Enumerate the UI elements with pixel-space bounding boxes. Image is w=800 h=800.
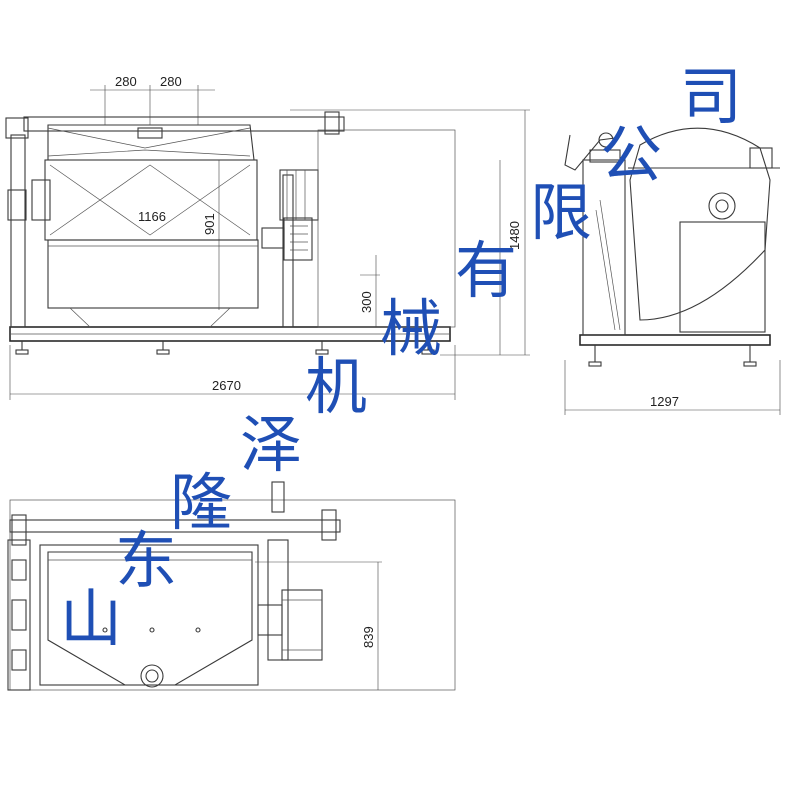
dim-total-length-label: 2670 <box>212 378 241 393</box>
dim-plan-depth-label: 839 <box>361 626 376 648</box>
dim-tank-height: 901 <box>202 160 220 310</box>
dim-total-height: 1480 <box>290 109 530 356</box>
dim-right-spacing: 280 <box>160 74 182 89</box>
top-beam <box>23 116 345 132</box>
gearbox <box>283 217 313 261</box>
plan-left-frame <box>7 539 31 691</box>
dim-side-width-label: 1297 <box>650 394 679 409</box>
plan-top-beam <box>9 519 341 533</box>
dim-total-length: 2670 <box>9 345 456 400</box>
side-view: 1297 <box>564 127 781 415</box>
dim-left-spacing: 280 <box>115 74 137 89</box>
drain-outlet <box>140 664 164 688</box>
side-motor <box>679 221 766 333</box>
dim-plan-depth: 839 <box>255 561 382 690</box>
plan-view: 839 <box>7 481 456 691</box>
right-post <box>282 174 294 328</box>
leveling-feet <box>15 341 435 355</box>
dim-leg-height-label: 300 <box>359 291 374 313</box>
tank-body <box>44 159 258 241</box>
side-base <box>579 334 771 346</box>
dim-tank-height-label: 901 <box>202 213 217 235</box>
left-column <box>10 134 26 328</box>
motor <box>279 169 319 221</box>
dim-side-width: 1297 <box>564 360 781 415</box>
dim-spacing: 280 280 <box>90 74 215 125</box>
plan-tank <box>47 551 253 686</box>
dim-total-height-label: 1480 <box>507 221 522 250</box>
side-tank <box>629 127 771 321</box>
lower-trough <box>47 239 259 309</box>
front-view: 280 280 1166 901 300 1480 2670 <box>5 74 530 400</box>
dim-tank-length: 1166 <box>138 209 166 224</box>
dim-leg-height: 300 <box>359 255 380 327</box>
